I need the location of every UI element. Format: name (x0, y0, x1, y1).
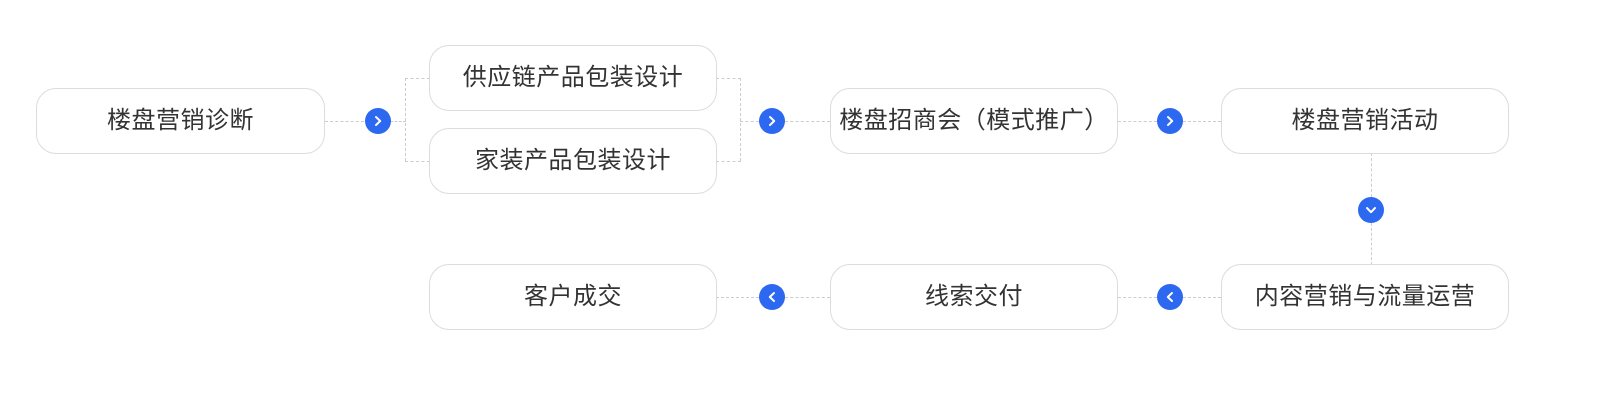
node-neirong-yingxiao-yu-liuliang-yunying[interactable]: 内容营销与流量运营 (1221, 264, 1509, 330)
connector-line-n5-to-marker5 (1183, 297, 1221, 298)
chevron-left-icon (768, 292, 775, 302)
connector-marker-1[interactable] (365, 108, 391, 134)
connector-bracket-left-spine (405, 78, 406, 161)
chevron-right-icon (375, 116, 382, 126)
chevron-down-icon (1366, 207, 1376, 214)
node-label: 楼盘招商会（模式推广） (839, 107, 1109, 134)
node-label: 线索交付 (925, 283, 1023, 310)
node-gongyinglian-chanpin-baozhuang-sheji[interactable]: 供应链产品包装设计 (429, 45, 717, 111)
node-kehu-chengjiao[interactable]: 客户成交 (429, 264, 717, 330)
connector-marker-5[interactable] (1157, 284, 1183, 310)
connector-line-marker4-to-n5 (1371, 223, 1372, 265)
connector-line-n4-to-marker4 (1371, 153, 1372, 197)
connector-bracket-left-bottom-stub (405, 161, 430, 162)
node-loupan-yingxiao-zhenduan[interactable]: 楼盘营销诊断 (36, 88, 325, 154)
connector-marker-4[interactable] (1358, 197, 1384, 223)
connector-line-marker1-to-bracket-left (390, 121, 406, 122)
chevron-right-icon (1167, 116, 1174, 126)
node-label: 客户成交 (524, 283, 622, 310)
connector-line-marker6-to-n7 (716, 297, 759, 298)
node-label: 供应链产品包装设计 (462, 64, 684, 91)
node-label: 楼盘营销诊断 (107, 107, 254, 134)
node-label: 家装产品包装设计 (475, 147, 671, 174)
node-loupan-zhaoshanghui[interactable]: 楼盘招商会（模式推广） (830, 88, 1118, 154)
connector-line-marker5-to-n6 (1118, 297, 1157, 298)
connector-line-n3-to-marker3 (1118, 121, 1157, 122)
connector-line-bracket-to-marker2 (740, 121, 759, 122)
connector-marker-6[interactable] (759, 284, 785, 310)
node-loupan-yingxiao-huodong[interactable]: 楼盘营销活动 (1221, 88, 1509, 154)
connector-marker-3[interactable] (1157, 108, 1183, 134)
connector-line-n6-to-marker6 (785, 297, 830, 298)
connector-bracket-right-top-stub (716, 78, 741, 79)
connector-line-marker2-to-n3 (785, 121, 830, 122)
chevron-left-icon (1166, 292, 1173, 302)
connector-line-n1-to-marker1 (325, 121, 364, 122)
node-xiansuo-jiaofu[interactable]: 线索交付 (830, 264, 1118, 330)
connector-marker-2[interactable] (759, 108, 785, 134)
connector-bracket-right-bottom-stub (716, 161, 741, 162)
node-label: 内容营销与流量运营 (1254, 283, 1476, 310)
node-jiazhuang-chanpin-baozhuang-sheji[interactable]: 家装产品包装设计 (429, 128, 717, 194)
connector-bracket-right-spine (740, 78, 741, 161)
node-label: 楼盘营销活动 (1291, 107, 1439, 134)
connector-bracket-left-top-stub (405, 78, 430, 79)
connector-line-marker3-to-n4 (1183, 121, 1221, 122)
chevron-right-icon (769, 116, 776, 126)
